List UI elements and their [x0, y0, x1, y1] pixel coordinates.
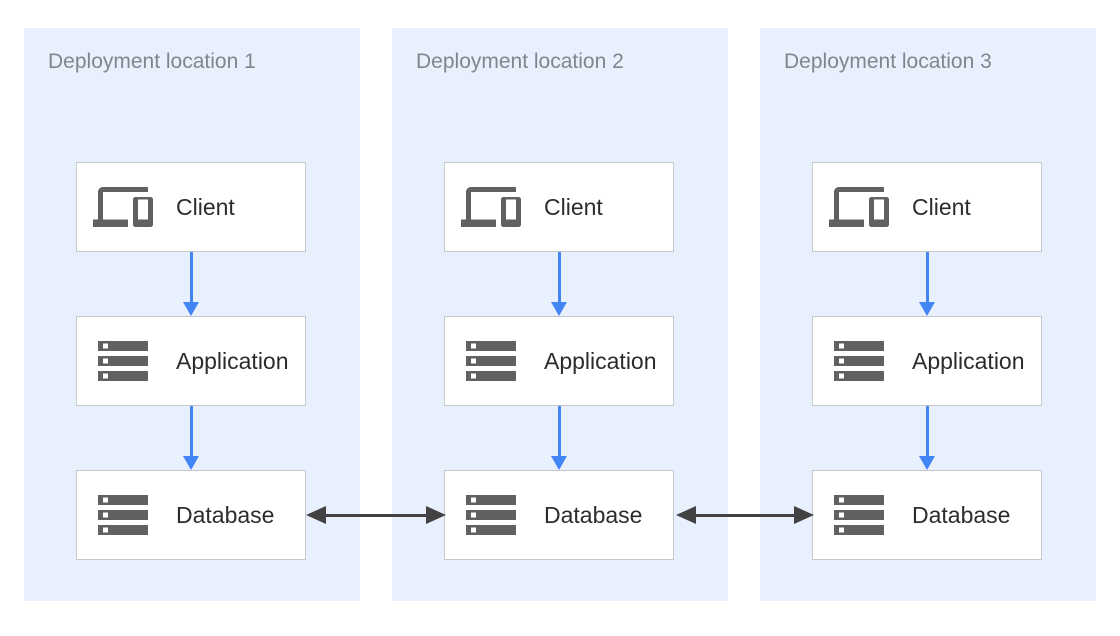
node-label: Application — [544, 348, 657, 375]
arrow-head-down-icon — [183, 302, 199, 316]
panel-title: Deployment location 3 — [784, 50, 992, 74]
node-label: Client — [912, 194, 971, 221]
node-label: Database — [912, 502, 1010, 529]
node-application: Application — [812, 316, 1042, 406]
arrow-stem — [926, 406, 929, 456]
node-label: Database — [176, 502, 274, 529]
replication-arrow-db2-db3 — [676, 506, 814, 524]
arrow-head-right-icon — [426, 506, 446, 524]
arrow-head-down-icon — [551, 456, 567, 470]
flow-arrow-client-to-application — [919, 252, 935, 316]
arrow-head-down-icon — [919, 302, 935, 316]
server-stack-icon — [93, 485, 153, 545]
server-stack-icon — [829, 485, 889, 545]
devices-icon — [461, 177, 521, 237]
node-label: Client — [176, 194, 235, 221]
arrow-stem — [190, 252, 193, 302]
flow-arrow-client-to-application — [183, 252, 199, 316]
node-label: Client — [544, 194, 603, 221]
flow-arrow-application-to-database — [183, 406, 199, 470]
arrow-head-left-icon — [676, 506, 696, 524]
flow-arrow-application-to-database — [551, 406, 567, 470]
node-application: Application — [444, 316, 674, 406]
node-label: Database — [544, 502, 642, 529]
replication-arrow-db1-db2 — [306, 506, 446, 524]
devices-icon — [829, 177, 889, 237]
arrow-stem — [190, 406, 193, 456]
node-database: Database — [812, 470, 1042, 560]
arrow-head-left-icon — [306, 506, 326, 524]
node-client: Client — [812, 162, 1042, 252]
arrow-stem — [926, 252, 929, 302]
arrow-head-down-icon — [919, 456, 935, 470]
node-database: Database — [76, 470, 306, 560]
server-stack-icon — [461, 331, 521, 391]
node-client: Client — [76, 162, 306, 252]
arrow-head-down-icon — [183, 456, 199, 470]
arrow-line — [696, 514, 794, 517]
flow-arrow-application-to-database — [919, 406, 935, 470]
arrow-line — [326, 514, 426, 517]
panel-title: Deployment location 2 — [416, 50, 624, 74]
arrow-head-right-icon — [794, 506, 814, 524]
node-label: Application — [176, 348, 289, 375]
node-application: Application — [76, 316, 306, 406]
node-database: Database — [444, 470, 674, 560]
node-label: Application — [912, 348, 1025, 375]
devices-icon — [93, 177, 153, 237]
flow-arrow-client-to-application — [551, 252, 567, 316]
server-stack-icon — [461, 485, 521, 545]
arrow-stem — [558, 252, 561, 302]
server-stack-icon — [829, 331, 889, 391]
arrow-head-down-icon — [551, 302, 567, 316]
arrow-stem — [558, 406, 561, 456]
server-stack-icon — [93, 331, 153, 391]
panel-title: Deployment location 1 — [48, 50, 256, 74]
node-client: Client — [444, 162, 674, 252]
